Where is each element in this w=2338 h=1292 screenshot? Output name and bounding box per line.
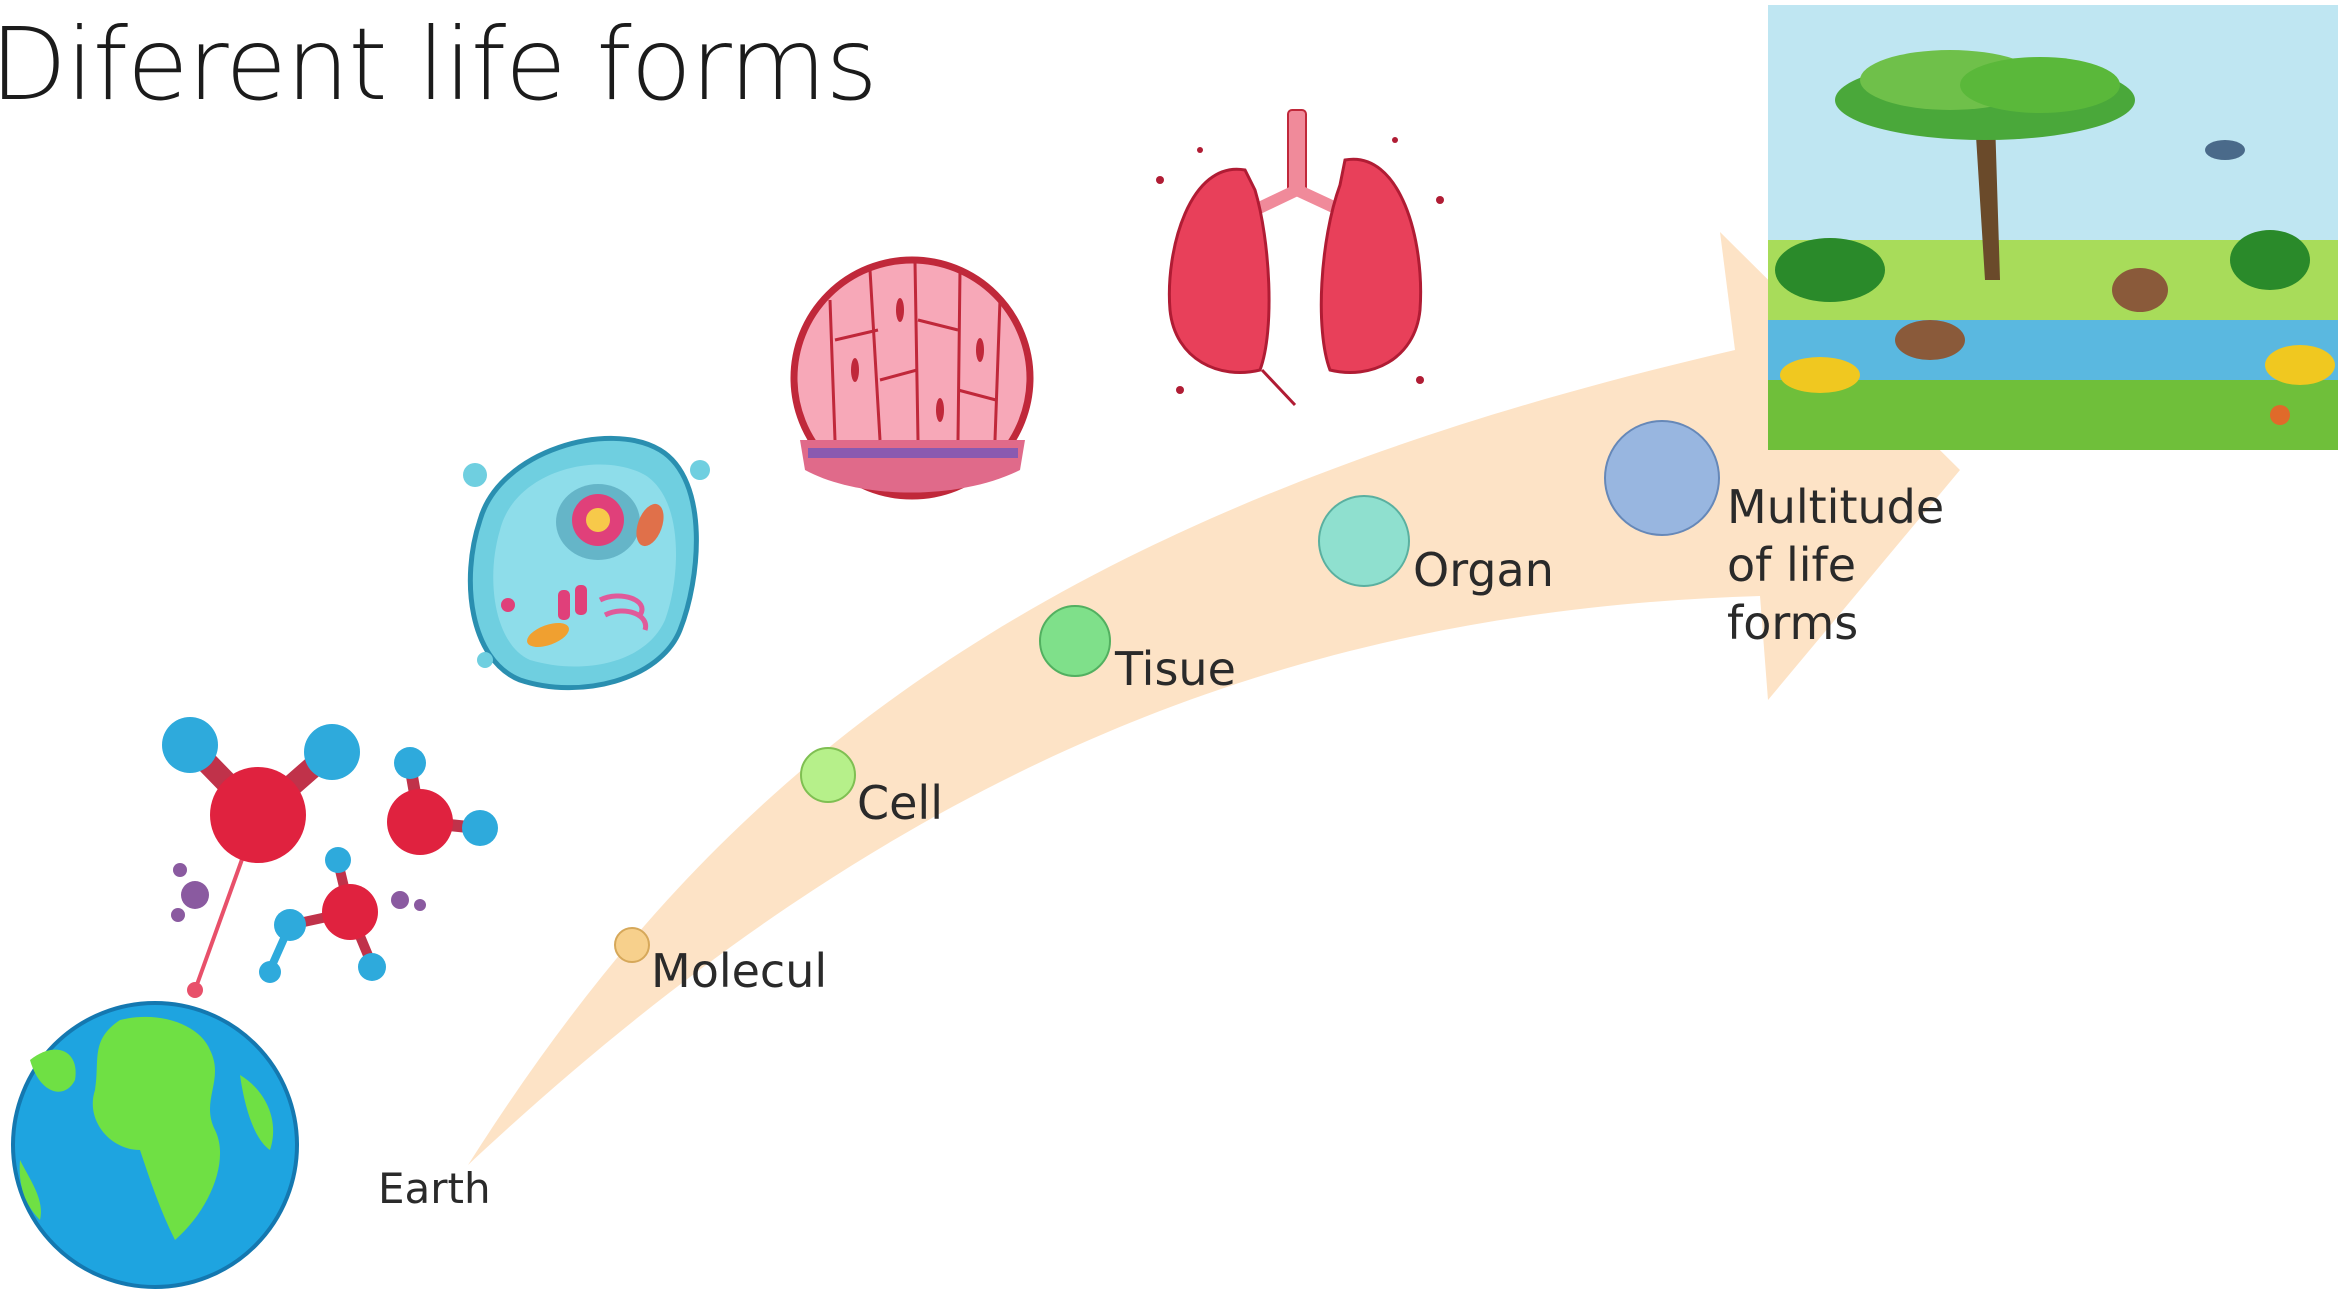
molecul-label: Molecul	[651, 942, 827, 1000]
savanna-landscape-image	[1768, 5, 2338, 450]
tisue-dot	[1040, 606, 1110, 676]
molecul-dot	[615, 928, 649, 962]
earth-label: Earth	[378, 1160, 491, 1218]
multitude-label-line2: of life	[1727, 536, 1977, 594]
multitude-label-line1: Multitude	[1727, 478, 1977, 536]
molecules-icon	[162, 717, 498, 998]
organ-dot	[1319, 496, 1409, 586]
cell-label: Cell	[857, 774, 943, 832]
multitude-dot	[1605, 421, 1719, 535]
page-title: Diferent life forms	[0, 0, 877, 130]
earth-globe-icon	[13, 1003, 297, 1287]
cell-dot	[801, 748, 855, 802]
cell-icon	[463, 438, 710, 687]
growth-arrow	[468, 232, 1960, 1165]
organ-label: Organ	[1413, 541, 1554, 599]
multitude-label: Multitude of life forms	[1727, 478, 1977, 652]
tissue-icon	[794, 260, 1030, 496]
tisue-label: Tisue	[1115, 640, 1236, 698]
multitude-label-line3: forms	[1727, 594, 1977, 652]
lungs-icon	[1156, 110, 1444, 405]
